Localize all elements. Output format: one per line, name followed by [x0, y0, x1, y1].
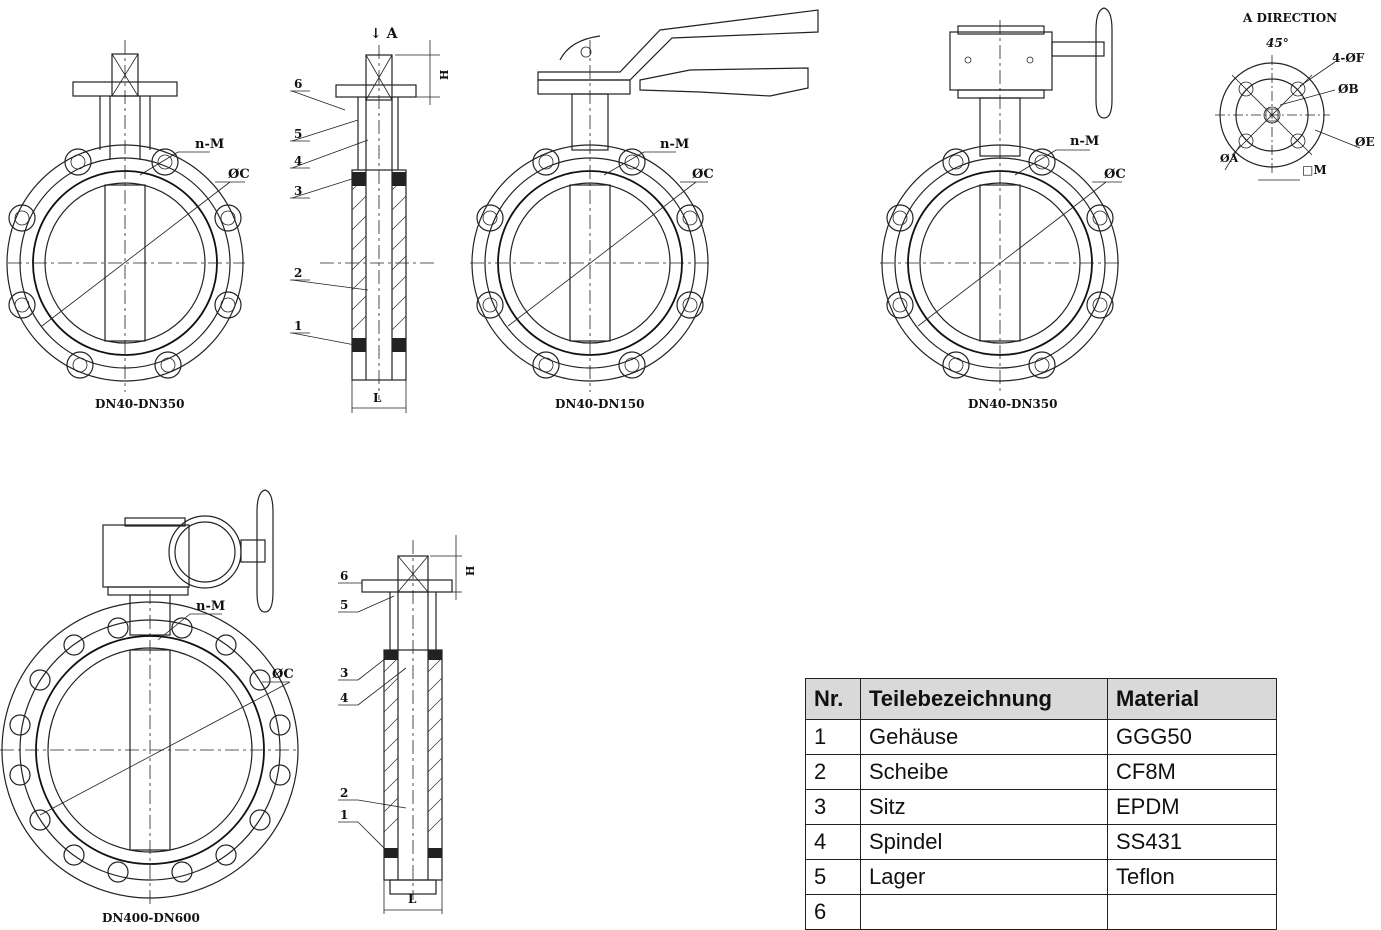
label-n-m-5: n-M: [196, 599, 225, 614]
table-row: 3 Sitz EPDM: [805, 789, 1277, 825]
table-header-row: Nr. Teilebezeichnung Material: [805, 678, 1277, 720]
cell-part-name: [860, 894, 1108, 930]
part-1-label-2: 1: [340, 808, 348, 822]
diam-e-label: ØE: [1355, 135, 1375, 149]
label-diam-c-3: ØC: [692, 167, 714, 182]
four-f-label: 4-ØF: [1332, 51, 1365, 65]
part-3-label: 3: [294, 184, 302, 198]
cell-material: Teflon: [1107, 859, 1277, 895]
diam-a-label: ØA: [1220, 152, 1239, 165]
label-diam-c-4: ØC: [1104, 167, 1126, 182]
angle-45-label: 45°: [1266, 36, 1289, 50]
part-5-label: 5: [294, 127, 302, 141]
gear-view-dn40-dn350: n-M ØC DN40-DN350: [880, 7, 1126, 411]
dim-l-label-2: L: [408, 892, 417, 906]
part-2-label: 2: [294, 266, 302, 280]
part-4-label: 4: [294, 154, 302, 168]
cell-material: GGG50: [1107, 719, 1277, 755]
table-row: 1 Gehäuse GGG50: [805, 719, 1277, 755]
cell-nr: 6: [805, 894, 861, 930]
cell-material: CF8M: [1107, 754, 1277, 790]
caption-dn400-dn600: DN400-DN600: [102, 911, 200, 925]
table-row: 5 Lager Teflon: [805, 859, 1277, 895]
cell-material: SS431: [1107, 824, 1277, 860]
diam-b-label: ØB: [1338, 82, 1359, 96]
front-view-dn40-dn350: n-M ØC DN40-DN350: [6, 40, 250, 411]
label-n-m: n-M: [195, 137, 224, 152]
label-diam-c: ØC: [228, 167, 250, 182]
parts-table: Nr. Teilebezeichnung Material 1 Gehäuse …: [805, 678, 1277, 930]
cell-part-name: Lager: [860, 859, 1108, 895]
section-view-large: H L 6 5 3 4 2: [338, 535, 477, 914]
square-m-label: □M: [1302, 163, 1327, 177]
cell-material: [1107, 894, 1277, 930]
dim-l-label: L: [373, 391, 382, 405]
label-n-m-4: n-M: [1070, 134, 1099, 149]
part-1-label: 1: [294, 319, 302, 333]
cell-nr: 3: [805, 789, 861, 825]
cell-part-name: Sitz: [860, 789, 1108, 825]
section-view-small: ↓ A H L: [290, 26, 451, 413]
table-row: 4 Spindel SS431: [805, 824, 1277, 860]
header-nr: Nr.: [805, 678, 861, 720]
part-6-label: 6: [294, 77, 302, 91]
part-4-label-2: 4: [340, 691, 348, 705]
dim-h-label: H: [438, 70, 451, 80]
lever-view-dn40-dn150: n-M ØC DN40-DN150: [470, 9, 819, 411]
cell-nr: 1: [805, 719, 861, 755]
dim-h-label-2: H: [464, 566, 477, 576]
cell-nr: 5: [805, 859, 861, 895]
table-row: 6: [805, 894, 1277, 930]
header-material: Material: [1107, 678, 1277, 720]
part-6-label-2: 6: [340, 569, 348, 583]
caption-dn40-dn150: DN40-DN150: [555, 397, 644, 411]
a-direction-detail: A DIRECTION 45° 4-ØF ØB ØE ØA □M: [1215, 11, 1375, 181]
caption-dn40-dn350: DN40-DN350: [95, 397, 184, 411]
header-part-name: Teilebezeichnung: [860, 678, 1108, 720]
arrow-a-label: ↓ A: [370, 26, 399, 42]
part-2-label-2: 2: [340, 786, 348, 800]
lug-holes-large: [9, 617, 291, 883]
cell-nr: 4: [805, 824, 861, 860]
cell-part-name: Spindel: [860, 824, 1108, 860]
cell-part-name: Gehäuse: [860, 719, 1108, 755]
part-3-label-2: 3: [340, 666, 348, 680]
caption-dn40-dn350-gear: DN40-DN350: [968, 397, 1057, 411]
label-n-m-3: n-M: [660, 137, 689, 152]
a-direction-title: A DIRECTION: [1242, 11, 1337, 25]
label-diam-c-5: ØC: [272, 667, 294, 682]
cell-nr: 2: [805, 754, 861, 790]
cell-part-name: Scheibe: [860, 754, 1108, 790]
cell-material: EPDM: [1107, 789, 1277, 825]
part-5-label-2: 5: [340, 598, 348, 612]
table-row: 2 Scheibe CF8M: [805, 754, 1277, 790]
gear-view-dn400-dn600: n-M ØC DN400-DN600: [0, 489, 300, 925]
